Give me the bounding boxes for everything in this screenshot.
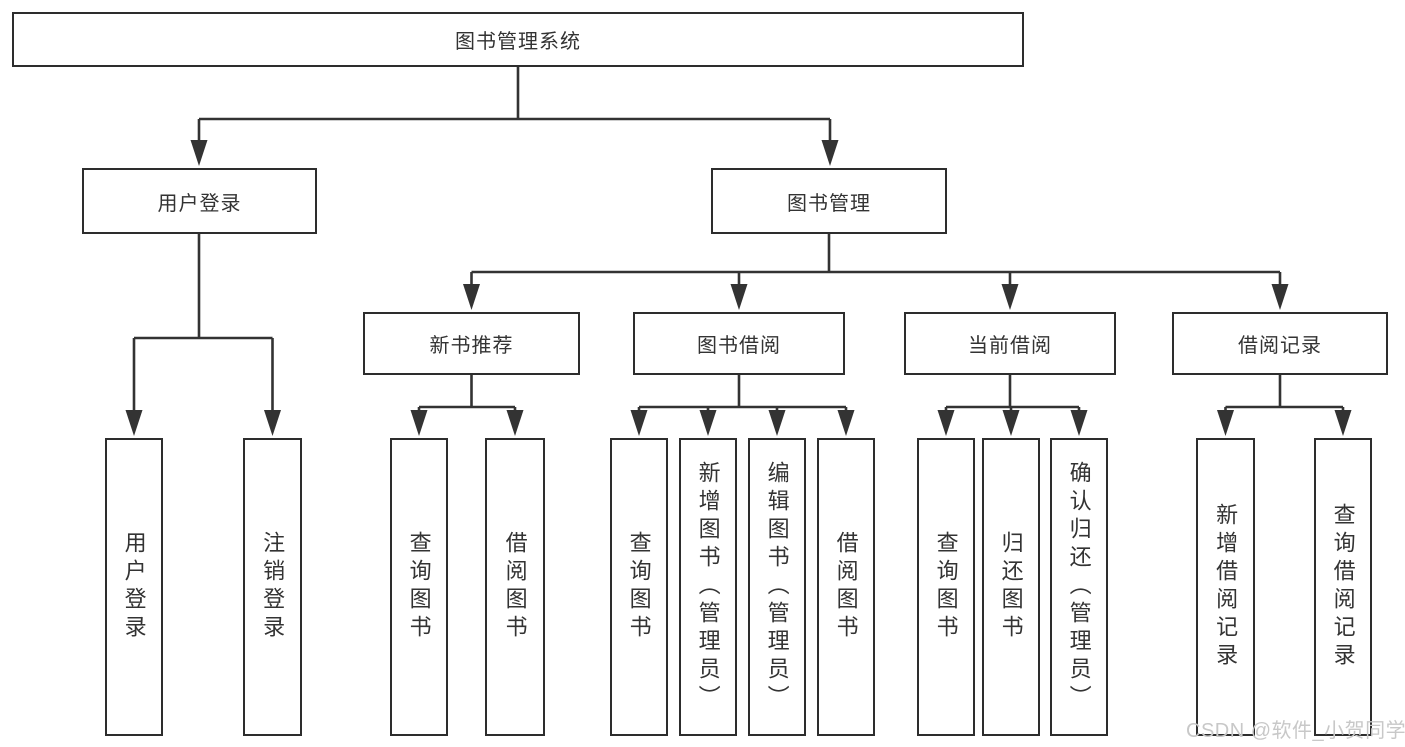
node-book-borrow-label: 图书借阅 [697,335,781,357]
leaf-records-query-record-label: 查询借阅记录 [1330,503,1356,671]
leaf-current-confirm-return-admin-label: 确认归还（管理员） [1066,461,1092,713]
leaf-current-query-books-label: 查询图书 [933,531,959,643]
leaf-current-query-books: 查询图书 [917,438,975,736]
leaf-recommend-query-books-label: 查询图书 [406,531,432,643]
node-current-borrow-label: 当前借阅 [968,335,1052,357]
node-new-book-recommend-label: 新书推荐 [429,335,514,357]
leaf-borrow-add-books-admin-label: 新增图书（管理员） [695,461,721,713]
leaf-current-return-books: 归还图书 [982,438,1040,736]
leaf-borrow-edit-books-admin: 编辑图书（管理员） [748,438,806,736]
connector-lines [132,67,1345,411]
leaf-recommend-borrow-books: 借阅图书 [485,438,545,736]
node-new-book-recommend: 新书推荐 [363,312,580,375]
leaf-current-return-books-label: 归还图书 [998,531,1024,643]
arrowheads [125,140,1352,436]
leaf-current-confirm-return-admin: 确认归还（管理员） [1050,438,1108,736]
leaf-user-login: 用户登录 [105,438,163,736]
leaf-borrow-query-books: 查询图书 [610,438,668,736]
leaf-logout: 注销登录 [243,438,302,736]
leaf-records-add-record: 新增借阅记录 [1196,438,1255,736]
leaf-borrow-borrow-books: 借阅图书 [817,438,875,736]
leaf-recommend-query-books: 查询图书 [390,438,448,736]
leaf-borrow-query-books-label: 查询图书 [626,531,652,643]
leaf-borrow-borrow-books-label: 借阅图书 [833,531,859,643]
node-current-borrow: 当前借阅 [904,312,1116,375]
leaf-records-add-record-label: 新增借阅记录 [1213,503,1239,671]
leaf-borrow-edit-books-admin-label: 编辑图书（管理员） [764,461,790,713]
node-book-borrow: 图书借阅 [633,312,845,375]
csdn-watermark: CSDN @软件_小贺同学 [1186,720,1405,742]
node-book-management: 图书管理 [711,168,947,234]
node-borrow-records: 借阅记录 [1172,312,1388,375]
leaf-borrow-add-books-admin: 新增图书（管理员） [679,438,737,736]
leaf-recommend-borrow-books-label: 借阅图书 [502,531,528,643]
leaf-records-query-record: 查询借阅记录 [1314,438,1372,736]
node-book-management-label: 图书管理 [787,192,871,215]
node-borrow-records-label: 借阅记录 [1238,335,1322,357]
leaf-logout-label: 注销登录 [260,531,286,643]
node-root-label: 图书管理系统 [455,31,581,53]
node-user-login-label: 用户登录 [157,192,242,215]
node-user-login: 用户登录 [82,168,317,234]
leaf-user-login-label: 用户登录 [121,531,147,643]
node-root: 图书管理系统 [12,12,1024,67]
